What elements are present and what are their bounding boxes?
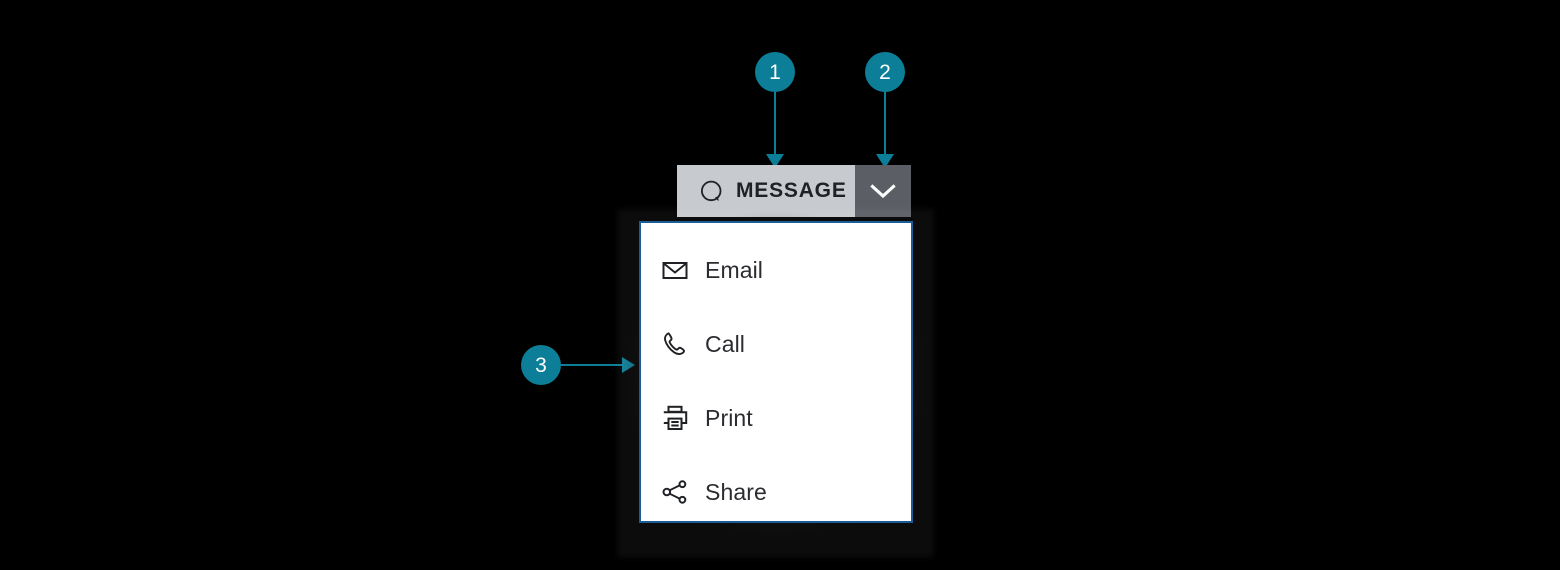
message-button-label: MESSAGE	[736, 179, 847, 202]
menu-item-call[interactable]: Call	[641, 307, 911, 381]
chat-bubble-icon	[699, 179, 724, 204]
callout-badge-3-label: 3	[535, 353, 547, 377]
share-icon	[659, 476, 691, 508]
menu-item-print[interactable]: Print	[641, 381, 911, 455]
menu-item-print-label: Print	[705, 404, 753, 431]
callout-2-arrowhead	[876, 154, 894, 168]
menu-item-call-label: Call	[705, 330, 746, 357]
envelope-icon	[659, 254, 691, 286]
callout-badge-3: 3	[521, 345, 561, 385]
message-dropdown-toggle[interactable]	[855, 165, 911, 217]
chevron-down-icon	[870, 183, 896, 199]
callout-badge-2-label: 2	[879, 60, 891, 84]
menu-item-share[interactable]: Share	[641, 455, 911, 529]
phone-icon	[659, 328, 691, 360]
callout-1-leader-line	[774, 92, 776, 162]
callout-badge-1: 1	[755, 52, 795, 92]
message-button[interactable]: MESSAGE	[677, 165, 855, 217]
callout-1-arrowhead	[766, 154, 784, 168]
callout-badge-2: 2	[865, 52, 905, 92]
callout-badge-1-label: 1	[769, 60, 781, 84]
message-split-button: MESSAGE	[677, 165, 911, 217]
callout-3-leader-line	[561, 364, 624, 366]
printer-icon	[659, 402, 691, 434]
dropdown-panel: Email Call Print	[639, 221, 913, 523]
menu-item-email-label: Email	[705, 256, 764, 283]
menu-item-share-label: Share	[705, 478, 767, 505]
callout-2-leader-line	[884, 92, 886, 162]
menu-item-email[interactable]: Email	[641, 233, 911, 307]
